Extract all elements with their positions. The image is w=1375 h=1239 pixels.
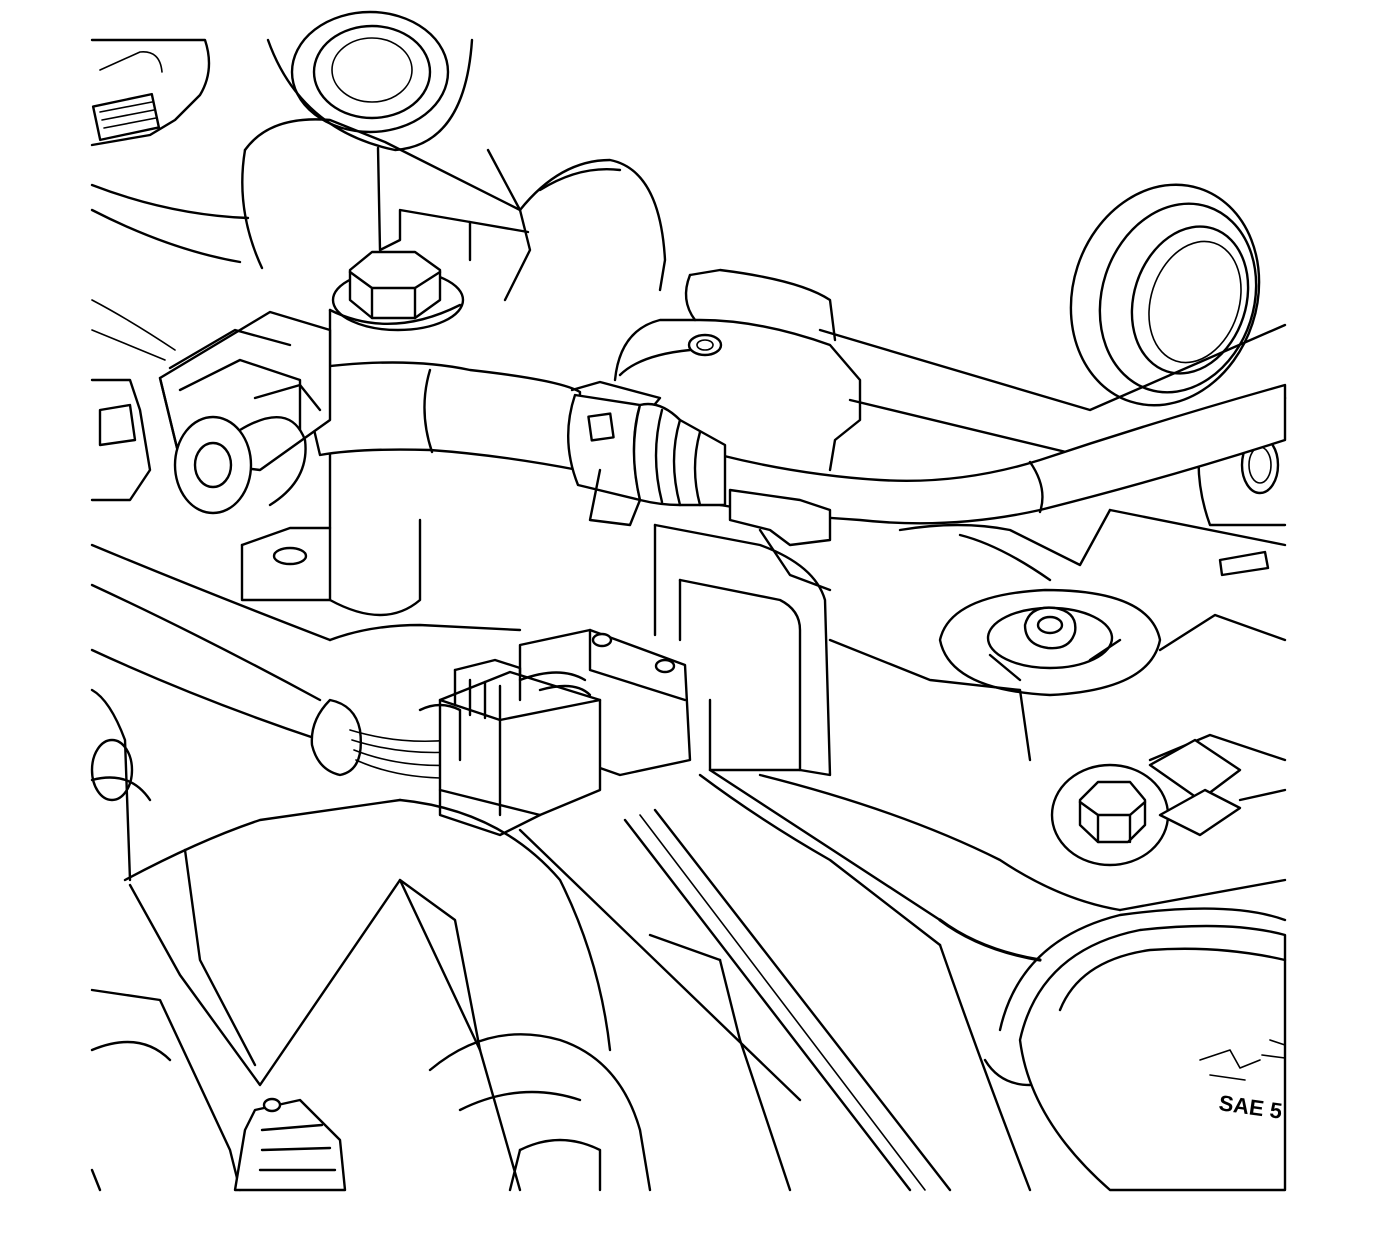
lower-left-connector (233, 1097, 347, 1192)
right-ribbed-block (1148, 613, 1287, 837)
left-small-connector (90, 299, 176, 502)
diagonal-members (518, 808, 1032, 1192)
lower-left-cover (90, 688, 612, 1192)
left-harness-connector (158, 310, 332, 515)
oil-filler-cap (983, 907, 1287, 1192)
electrical-connector (418, 628, 692, 837)
upper-bracket (241, 118, 532, 302)
mid-rail (698, 638, 1287, 962)
lower-harness-tube (90, 543, 522, 777)
lower-center-bracket (428, 1033, 652, 1192)
far-left-bits (90, 933, 792, 1192)
hex-bolt-top (331, 250, 465, 332)
upper-round-boss (266, 10, 474, 152)
wiring-harness-upper (298, 361, 1287, 525)
right-seal-ring (1069, 183, 1261, 407)
right-upper-bracket (898, 508, 1287, 582)
hex-bolt-right (1050, 763, 1170, 867)
loop-bracket (653, 523, 832, 777)
upper-left-housing (90, 38, 211, 147)
manifold-arm-top (90, 158, 667, 292)
harness-boot (632, 402, 727, 507)
harness-tab (728, 488, 832, 592)
center-stud-mount (938, 588, 1162, 697)
vertical-bracket (613, 268, 862, 472)
